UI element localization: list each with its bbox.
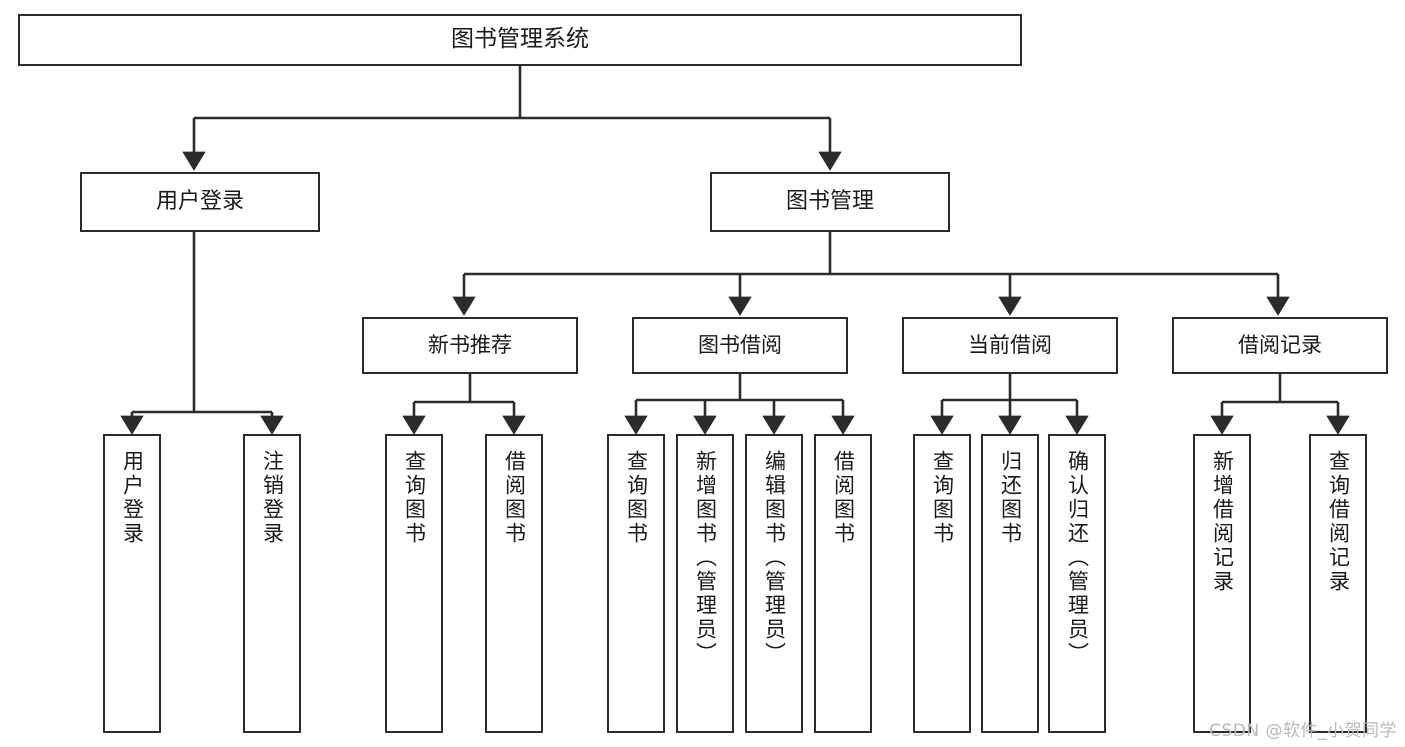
node-label: 注销登录 [260,450,285,546]
node-user-login[interactable]: 用户登录 [80,172,320,232]
node-label: 图书借阅 [698,333,782,358]
leaf-new-book-query[interactable]: 查询图书 [385,434,443,733]
node-book-borrow[interactable]: 图书借阅 [632,317,848,374]
leaf-borrow-edit-book-admin[interactable]: 编辑图书（管理员） [745,434,803,733]
leaf-current-return-book[interactable]: 归还图书 [981,434,1039,733]
leaf-record-query[interactable]: 查询借阅记录 [1309,434,1367,733]
node-label: 查询借阅记录 [1326,450,1351,594]
node-label: 图书管理 [785,189,874,215]
node-root-system[interactable]: 图书管理系统 [18,14,1022,66]
node-label: 新增借阅记录 [1210,450,1235,594]
node-label: 查询图书 [930,450,955,546]
leaf-user-login-logout[interactable]: 注销登录 [243,434,301,733]
node-label: 用户登录 [155,189,244,215]
node-label: 查询图书 [624,450,649,546]
node-label: 借阅记录 [1238,333,1322,358]
leaf-record-add[interactable]: 新增借阅记录 [1193,434,1251,733]
leaf-new-book-borrow[interactable]: 借阅图书 [485,434,543,733]
node-new-book-recommend[interactable]: 新书推荐 [362,317,578,374]
leaf-borrow-query-book[interactable]: 查询图书 [607,434,665,733]
leaf-borrow-borrow-book[interactable]: 借阅图书 [814,434,872,733]
leaf-user-login-login[interactable]: 用户登录 [103,434,161,733]
node-label: 新书推荐 [428,333,512,358]
node-label: 编辑图书（管理员） [762,450,787,666]
leaf-current-confirm-return-admin[interactable]: 确认归还（管理员） [1048,434,1106,733]
node-label: 新增图书（管理员） [693,450,718,666]
node-borrow-record[interactable]: 借阅记录 [1172,317,1388,374]
node-label: 当前借阅 [968,333,1052,358]
watermark-text: CSDN @软件_小贺同学 [1209,721,1397,741]
node-label: 归还图书 [998,450,1023,546]
leaf-current-query-book[interactable]: 查询图书 [913,434,971,733]
node-label: 图书管理系统 [451,26,589,53]
node-label: 确认归还（管理员） [1065,450,1090,666]
node-label: 借阅图书 [502,450,527,546]
node-book-management[interactable]: 图书管理 [710,172,950,232]
node-label: 查询图书 [402,450,427,546]
node-label: 借阅图书 [831,450,856,546]
leaf-borrow-add-book-admin[interactable]: 新增图书（管理员） [676,434,734,733]
node-label: 用户登录 [120,450,145,546]
node-current-borrow[interactable]: 当前借阅 [902,317,1118,374]
